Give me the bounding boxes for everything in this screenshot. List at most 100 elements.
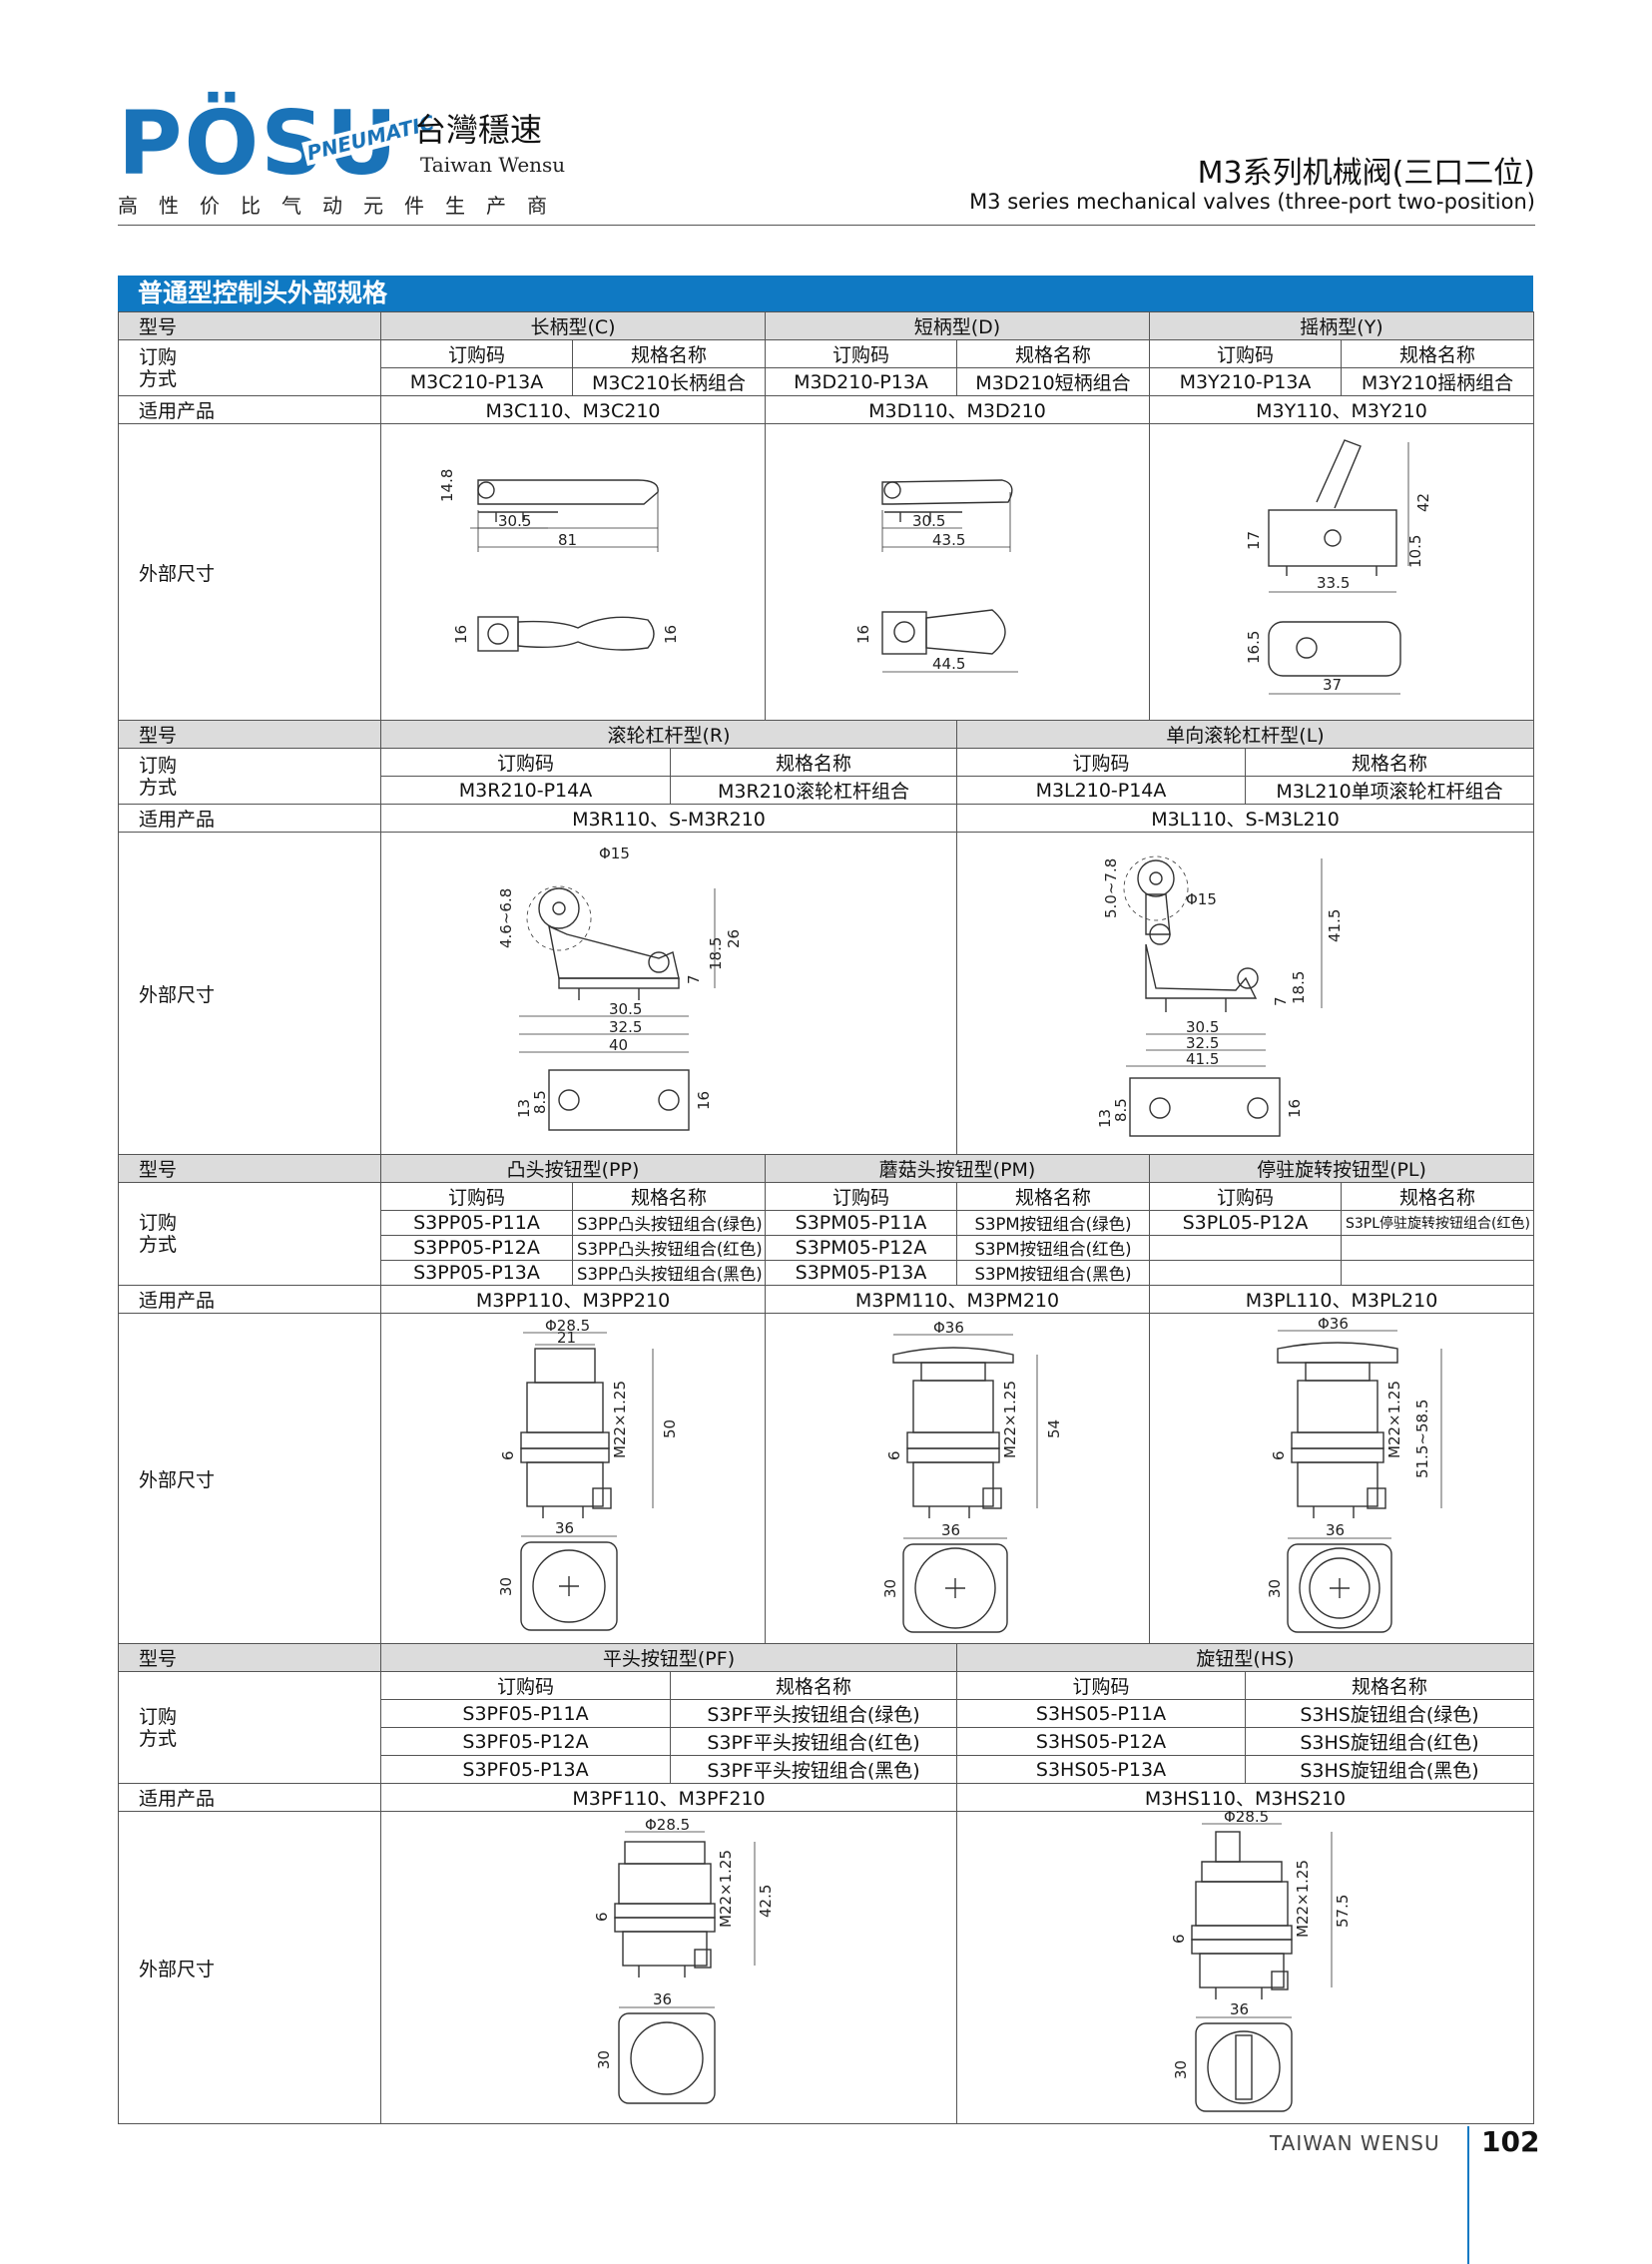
dim-r-d1: 13	[515, 1099, 533, 1118]
spec-name: S3PP凸头按钮组合(黑色)	[572, 1260, 766, 1286]
drawing-roller-lever: Φ15 4.6~6.8 26 18.5 7 30.5 32.5 40 13 8.…	[497, 845, 743, 1131]
brand-name-en: Taiwan Wensu	[420, 153, 566, 177]
dim-d-width: 16	[854, 625, 872, 644]
dim-hs-depth: 30	[1172, 2060, 1190, 2079]
order-label: 订购方式	[118, 1671, 381, 1784]
dim-r-c: 7	[685, 974, 703, 984]
model-row: 型号 滚轮杠杆型(R) 单向滚轮杠杆型(L)	[118, 720, 1535, 749]
dim-pp-cap: 21	[557, 1329, 576, 1347]
model-name: 平头按钮型(PF)	[380, 1643, 957, 1672]
dim-hs-height: 57.5	[1334, 1895, 1352, 1928]
spec-name-header: 规格名称	[670, 1671, 957, 1700]
order-code: S3PP05-P13A	[380, 1260, 573, 1286]
dim-d-a: 30.5	[912, 512, 945, 530]
products-row: 适用产品 M3R110、S-M3R210 M3L110、S-M3L210	[118, 804, 1535, 833]
dim-labels: 42 17 10.5 33.5 16.5 37	[1245, 493, 1432, 694]
order-code: M3L210-P14A	[956, 776, 1246, 805]
drawing-rocker-handle: 42 17 10.5 33.5 16.5 37	[1245, 439, 1432, 695]
order-row: S3PP05-P11A S3PP凸头按钮组合(绿色) S3PM05-P11A S…	[119, 1210, 1534, 1236]
dim-pf-diameter: Φ28.5	[645, 1816, 690, 1834]
dim-labels: 14.8 30.5 81 16 16	[438, 469, 680, 644]
order-label-line1: 订购	[139, 754, 178, 777]
drawing-cell-c: 14.8 30.5 81 16 16	[380, 423, 766, 721]
drawing-flat-button: Φ28.5 M22×1.25 42.5 6 36 30	[593, 1816, 775, 2104]
products-label: 适用产品	[118, 1783, 381, 1812]
model-name: 旋钮型(HS)	[956, 1643, 1534, 1672]
dim-r-d2: 8.5	[531, 1090, 549, 1114]
order-code: S3PP05-P12A	[380, 1235, 573, 1261]
dim-pl-depth: 30	[1266, 1579, 1284, 1598]
spec-name-header: 规格名称	[572, 1182, 766, 1211]
dim-r-d3: 16	[695, 1091, 713, 1110]
spec-name-header: 规格名称	[1341, 339, 1534, 368]
drawing-cell-pp: Φ28.5 21 M22×1.25 50 6 36 30	[380, 1313, 766, 1644]
dim-pl-diameter: Φ36	[1318, 1315, 1349, 1333]
spec-block-handles: 型号 长柄型(C) 短柄型(D) 摇柄型(Y) 订购方式 订购码 规格名称 订购…	[118, 311, 1534, 721]
spec-name	[1341, 1260, 1534, 1286]
drawing-cell-y: 42 17 10.5 33.5 16.5 37	[1149, 423, 1534, 721]
dim-labels: Φ28.5 M22×1.25 42.5 6 36 30	[593, 1816, 775, 2069]
order-label-line2: 方式	[139, 1234, 178, 1256]
dim-pp-width: 36	[555, 1519, 574, 1537]
order-label-line2: 方式	[139, 367, 178, 390]
dim-r-travel: 4.6~6.8	[497, 888, 515, 948]
order-code: S3PM05-P11A	[765, 1210, 957, 1236]
dim-r-w1: 30.5	[609, 1000, 642, 1018]
spec-name: S3PM按钮组合(黑色)	[956, 1260, 1150, 1286]
dim-l-d2: 8.5	[1112, 1098, 1130, 1122]
dim-hs-diameter: Φ28.5	[1224, 1808, 1269, 1826]
order-code: S3HS05-P12A	[956, 1727, 1246, 1756]
dim-hs-nut: 6	[1170, 1934, 1188, 1944]
dim-labels: Φ28.5 M22×1.25 57.5 6 36 30	[1170, 1808, 1352, 2079]
spec-block-buttons: 型号 凸头按钮型(PP) 蘑菇头按钮型(PM) 停驻旋转按钮型(PL) 订购方式…	[118, 1154, 1534, 1644]
dim-y-height: 42	[1414, 493, 1432, 512]
dims-label: 外部尺寸	[118, 423, 381, 721]
dim-pp-nut: 6	[499, 1450, 517, 1460]
applicable-products: M3L110、S-M3L210	[955, 804, 1535, 833]
model-name: 摇柄型(Y)	[1149, 311, 1534, 340]
drawing-cell-l: 5.0~7.8 Φ15 41.5 18.5 7 30.5 32.5 41.5 1…	[955, 832, 1535, 1155]
dim-y-width: 33.5	[1317, 574, 1350, 592]
spec-tables: 型号 长柄型(C) 短柄型(D) 摇柄型(Y) 订购方式 订购码 规格名称 订购…	[118, 311, 1535, 2124]
dims-row: 外部尺寸 Φ28.5	[118, 1808, 1534, 2124]
order-code: S3PF05-P11A	[380, 1699, 671, 1728]
model-label: 型号	[118, 1643, 381, 1672]
spec-name: M3D210短柄组合	[956, 367, 1150, 396]
model-name: 停驻旋转按钮型(PL)	[1149, 1154, 1534, 1183]
dim-c-a: 30.5	[498, 512, 531, 530]
order-code: S3PF05-P13A	[380, 1755, 671, 1784]
order-header-row: 订购方式 订购码 规格名称 订购码 规格名称	[118, 1671, 1534, 1784]
drawing-mushroom-button: Φ36 M22×1.25 54 6 36 30	[881, 1319, 1063, 1633]
dim-r-length: 40	[609, 1036, 628, 1054]
drawing-stay-put-button: Φ36 M22×1.25 51.5~58.5 6 36 30	[1266, 1315, 1442, 1633]
spec-block-rollers: 型号 滚轮杠杆型(R) 单向滚轮杠杆型(L) 订购方式 订购码 规格名称 订购码…	[118, 720, 1535, 1155]
dim-hs-thread: M22×1.25	[1294, 1860, 1312, 1938]
spec-name: S3PF平头按钮组合(黑色)	[670, 1755, 957, 1784]
spec-name-header: 规格名称	[572, 339, 766, 368]
brand-logo: PÖSU PNEUMATIC	[118, 100, 447, 188]
spec-name: S3PP凸头按钮组合(绿色)	[572, 1210, 766, 1236]
order-label-line2: 方式	[139, 776, 178, 799]
order-code: M3C210-P13A	[380, 367, 573, 396]
order-row: S3PF05-P12A S3PF平头按钮组合(红色) S3HS05-P12A S…	[119, 1727, 1534, 1756]
dim-d-b: 44.5	[932, 655, 965, 673]
dim-l-w1: 30.5	[1186, 1018, 1219, 1036]
order-code: S3HS05-P13A	[956, 1755, 1246, 1784]
page-title-cn: M3系列机械阀(三口二位)	[1197, 156, 1535, 191]
dim-y-length: 37	[1323, 676, 1342, 694]
dim-pf-width: 36	[653, 1990, 672, 2008]
drawing-cell-pl: Φ36 M22×1.25 51.5~58.5 6 36 30	[1149, 1313, 1534, 1644]
order-code: M3Y210-P13A	[1149, 367, 1342, 396]
dim-y-body: 17	[1245, 531, 1263, 550]
products-label: 适用产品	[118, 804, 381, 833]
drawing-cell-hs: Φ28.5 M22×1.25 57.5 6 36 30	[956, 1808, 1534, 2124]
products-label: 适用产品	[118, 395, 381, 424]
drawing-protruding-button: Φ28.5 21 M22×1.25 50 6 36 30	[497, 1317, 679, 1631]
dim-pm-height: 54	[1045, 1419, 1063, 1438]
applicable-products: M3HS110、M3HS210	[956, 1783, 1534, 1812]
spec-name-header: 规格名称	[670, 748, 957, 777]
dim-y-b: 10.5	[1406, 535, 1424, 568]
dim-pl-height: 51.5~58.5	[1413, 1400, 1431, 1478]
drawing-oneway-roller-lever: 5.0~7.8 Φ15 41.5 18.5 7 30.5 32.5 41.5 1…	[1096, 855, 1344, 1137]
dim-c-w1: 16	[452, 625, 470, 644]
